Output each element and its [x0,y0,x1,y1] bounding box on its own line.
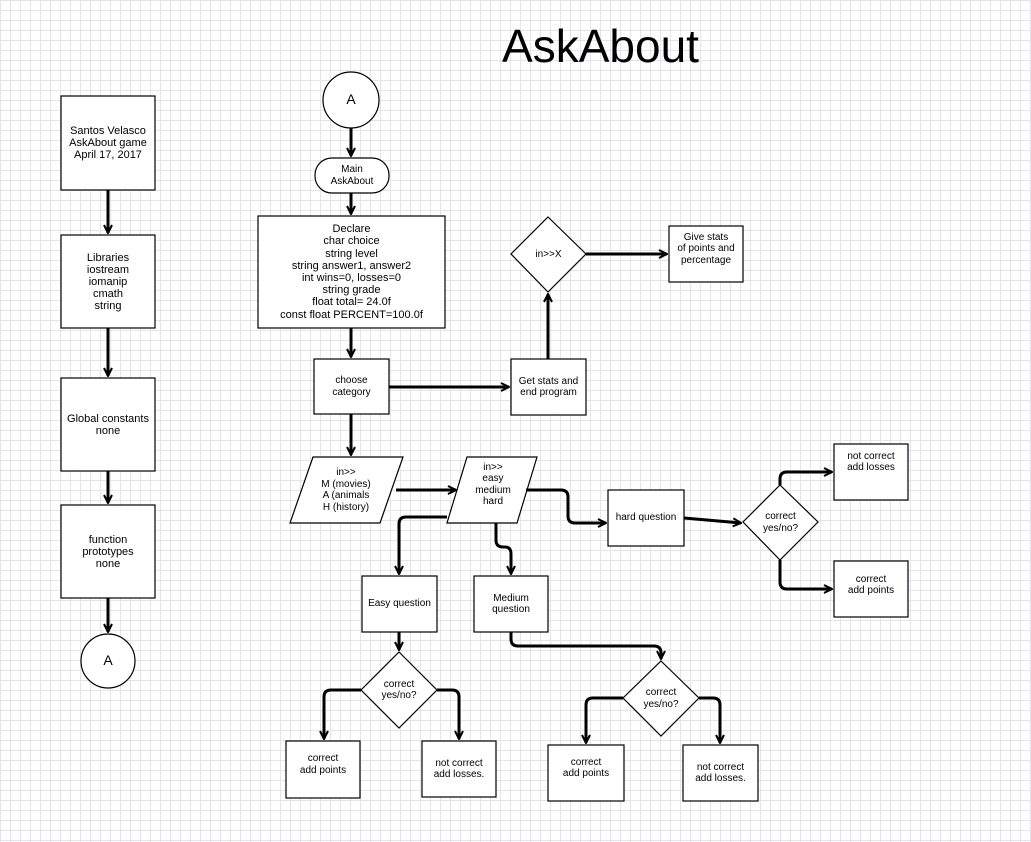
medium-check-diamond: correct yes/no? [643,687,679,710]
easy-question-box-shape [361,575,438,633]
arrow-level-hard [526,488,606,523]
arrow-level-easy [399,515,447,574]
connector-a-main: A [346,91,356,108]
arrow-mediumcheck-right [586,696,623,743]
diagram-title: AskAbout [502,20,699,72]
arrow-level-medium [494,523,511,574]
medium-right-box-shape [547,744,625,802]
medium-wrong-box: not correct add losses. [695,761,746,785]
easy-right-box: correct add points [299,753,347,776]
input-level-shape [446,456,538,524]
easy-wrong-box-shape [421,740,497,798]
easy-check-diamond: correct yes/no? [381,678,417,702]
author-box-shape [60,95,156,191]
arrow-mediumcheck-wrong [699,696,720,743]
hard-question-box: hard question [615,512,677,524]
input-category-shape [289,456,404,524]
get-stats-box-shape [510,358,587,416]
libraries-box-shape [60,234,156,329]
hard-right-box-shape [833,560,909,618]
easy-question-box: Easy question [368,598,431,610]
global-constants-box: Global constants none [67,412,149,437]
arrow-hardcheck-wrong [778,472,832,485]
connector-a-left: A [103,652,113,669]
start-terminal: Main AskAbout [330,164,374,187]
get-stats-box: Get stats and end program [518,375,579,399]
give-stats-box: Give stats of points and percentage [677,231,735,266]
hard-check-diamond: correct yes/no? [762,511,799,534]
arrow-easycheck-wrong [437,688,459,739]
medium-wrong-box-shape [682,744,759,802]
give-stats-box-shape [668,225,744,283]
exit-check-diamond: in>>X [535,248,562,260]
choose-category-box: choose category [332,375,371,398]
arrow-medium-check [509,632,661,659]
declare-box: Declare char choice string level string … [280,223,423,321]
hard-right-box: correct add points [847,573,895,597]
easy-right-box-shape [285,740,361,799]
input-level-box: in>> easy medium hard [475,461,511,508]
declare-box-shape [257,215,446,329]
libraries-box: Libraries iostream iomanip cmath string [86,251,130,312]
globals-box-shape [60,377,156,472]
arrow-hard-check [683,516,741,523]
easy-check-diamond-shape [360,651,438,729]
exit-check-diamond-shape [510,216,587,293]
medium-question-box-shape [473,575,549,633]
medium-right-box: correct add points [562,756,610,780]
easy-wrong-box: not correct add losses. [433,757,485,781]
hard-question-box-shape [607,489,685,547]
input-category-box: in>> M (movies) A (animals H (history) [321,467,371,513]
function-prototypes-box: function prototypes none [82,533,134,570]
author-box: Santos Velasco AskAbout game April 17, 2… [69,125,147,161]
medium-question-box: Medium question [492,592,530,616]
arrow-hardcheck-right [778,560,832,589]
arrow-easycheck-right [324,688,361,739]
hard-wrong-box-shape [833,443,909,501]
medium-check-diamond-shape [622,660,700,737]
connector-a-left-shape [80,633,136,689]
hard-wrong-box: not correct add losses [847,450,895,474]
